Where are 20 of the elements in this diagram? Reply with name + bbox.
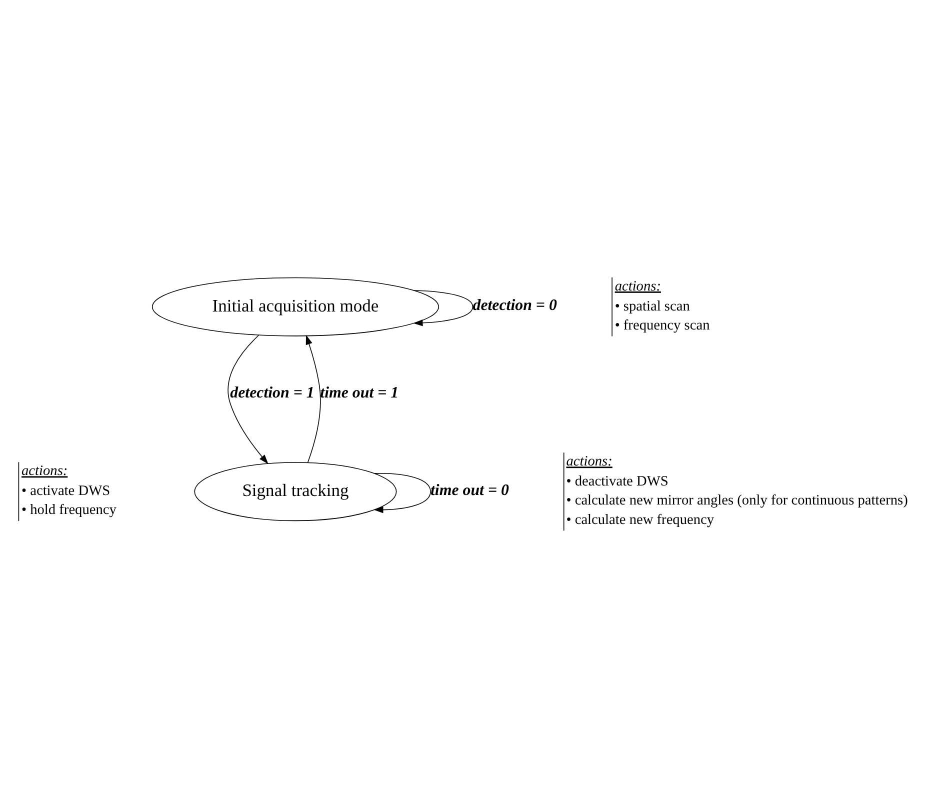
label: actions: [614, 278, 662, 294]
label: actions: [22, 462, 68, 479]
label: • deactivate DWS [566, 473, 668, 490]
label: • calculate new frequency [566, 511, 714, 528]
label: • spatial scan [614, 298, 690, 314]
arrow [413, 290, 474, 326]
edge-label: time out = 0 [430, 481, 509, 498]
arrow [228, 334, 268, 464]
arrow [306, 334, 321, 462]
edge-label: detection = 1 [230, 384, 314, 402]
edge-label: time out = 1 [320, 384, 399, 402]
label: • frequency scan [614, 316, 710, 333]
edge-label: detection = 0 [472, 296, 557, 314]
label: actions: [566, 453, 612, 470]
node-ellipse: Initial acquisition mode [152, 276, 439, 336]
label: • calculate new mirror angles (only for continuous patterns) [566, 492, 908, 508]
arrow [374, 472, 431, 513]
label: • activate DWS [22, 482, 110, 499]
label: • hold frequency [22, 502, 116, 518]
node-ellipse: Signal tracking [194, 462, 397, 521]
